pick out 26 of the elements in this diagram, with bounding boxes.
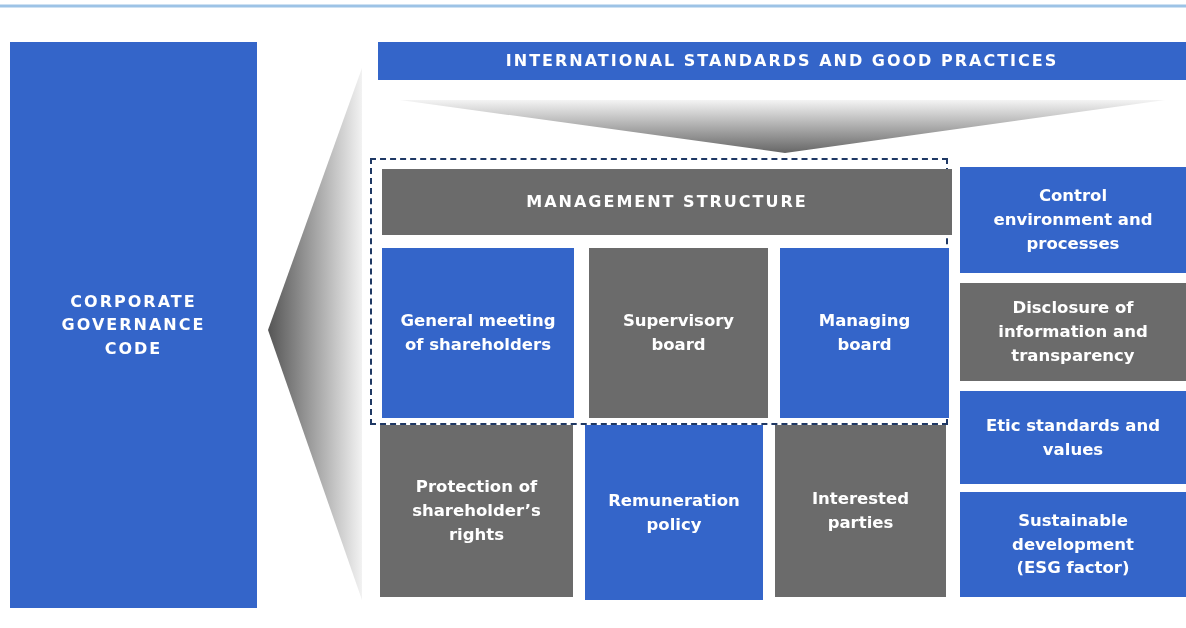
box-label: General meeting of shareholders [399, 310, 557, 356]
box-label: Etic standards and values [984, 414, 1162, 461]
topic-box [960, 167, 1186, 273]
box-label: Interested parties [811, 488, 910, 534]
topic-box [960, 391, 1186, 484]
topic-box [780, 248, 949, 418]
box-label: CORPORATE GOVERNANCE CODE [60, 291, 207, 360]
topic-box [380, 425, 573, 597]
topic-box [775, 425, 946, 597]
section-header [382, 169, 952, 235]
box-label: Supervisory board [621, 310, 736, 356]
box-label: Control environment and processes [992, 185, 1154, 255]
box-label: Disclosure of information and transparency [997, 297, 1149, 367]
topic-box [589, 248, 768, 418]
box-label: Remuneration policy [607, 489, 741, 536]
topic-box [960, 492, 1186, 597]
box-label: Sustainable development (ESG factor) [1011, 509, 1135, 580]
code-panel [10, 42, 257, 608]
topic-box [960, 283, 1186, 381]
topic-box [382, 248, 574, 418]
box-label: INTERNATIONAL STANDARDS AND GOOD PRACTICES [504, 50, 1060, 73]
box-label: Protection of shareholder’s rights [411, 476, 542, 546]
topic-box [585, 425, 763, 600]
box-label: MANAGEMENT STRUCTURE [525, 191, 809, 214]
box-label: Managing board [817, 310, 912, 356]
banner [378, 42, 1186, 80]
